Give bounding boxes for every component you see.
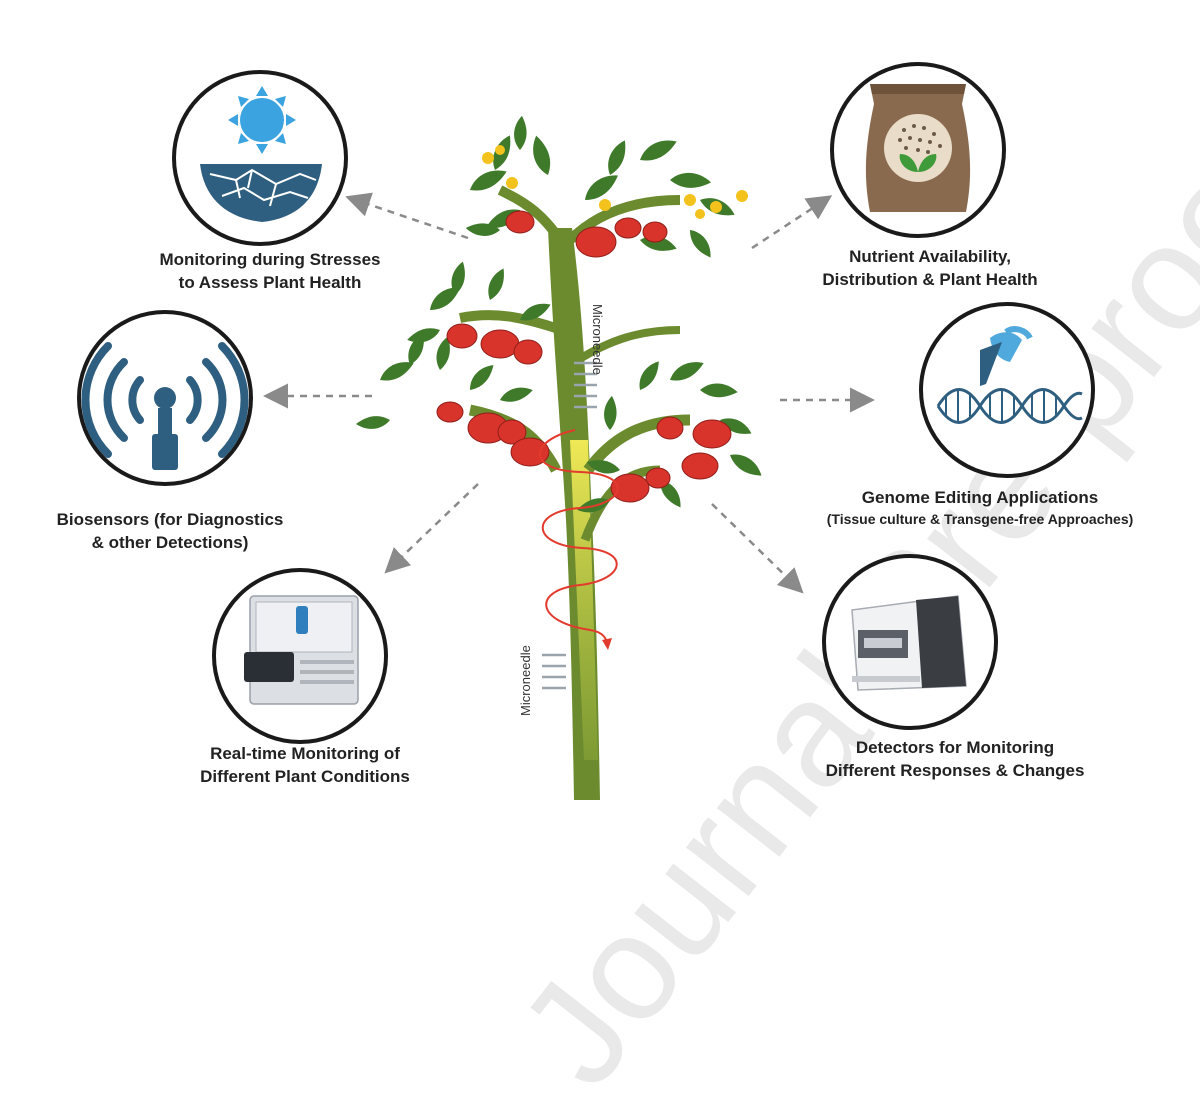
microneedle-upper (574, 361, 597, 409)
biosensor-caption-line2: & other Detections) (91, 533, 249, 552)
nutrient-caption: Nutrient Availability, Distribution & Pl… (770, 245, 1090, 291)
realtime-caption-line1: Real-time Monitoring of (210, 744, 400, 763)
stress-caption-line1: Monitoring during Stresses (159, 250, 381, 269)
fertilizer-bag-icon (865, 84, 971, 212)
plate-reader-icon (851, 595, 967, 691)
nutrient-panel (830, 62, 1006, 238)
antenna-signal-icon (81, 342, 249, 458)
realtime-panel (212, 568, 388, 744)
detector-caption-line1: Detectors for Monitoring (855, 738, 1055, 757)
nutrient-caption-line1: Nutrient Availability, (849, 247, 1011, 266)
stress-panel (172, 70, 348, 246)
arrow-to-realtime (384, 483, 479, 574)
arrows (263, 192, 875, 594)
genome-caption-line1: Genome Editing Applications (861, 488, 1099, 507)
sun-icon (228, 86, 296, 154)
gene-editing-pen-icon (980, 326, 1033, 386)
detector-caption-line2: Different Responses & Changes (825, 761, 1085, 780)
genome-caption: Genome Editing Applications (Tissue cult… (770, 486, 1190, 529)
realtime-caption: Real-time Monitoring of Different Plant … (145, 742, 465, 788)
tomato-fruits (436, 210, 732, 503)
nutrient-caption-line2: Distribution & Plant Health (822, 270, 1038, 289)
biosensor-caption: Biosensors (for Diagnostics & other Dete… (20, 508, 320, 554)
tomato-plant-illustration (356, 114, 765, 800)
detector-panel (822, 554, 998, 730)
microneedle-lower (542, 653, 566, 690)
detector-caption: Detectors for Monitoring Different Respo… (780, 736, 1130, 782)
figure-canvas: Journal Pre-proof (20, 62, 1200, 1115)
microneedle-label-lower: Microneedle (518, 645, 533, 716)
spiral-path (539, 429, 619, 647)
stem-highlight (570, 440, 598, 760)
microneedle-label-upper: Microneedle (590, 304, 605, 375)
arrow-to-nutrient (751, 195, 833, 250)
stress-caption-line2: to Assess Plant Health (178, 273, 362, 292)
biosensor-panel (77, 310, 253, 486)
genome-panel (919, 302, 1095, 478)
diagram-svg (77, 62, 1095, 800)
arrow-to-stress (345, 192, 469, 240)
dna-helix-icon (936, 388, 1083, 424)
analyzer-instrument-icon (244, 595, 359, 705)
stress-caption: Monitoring during Stresses to Assess Pla… (90, 248, 450, 294)
genome-caption-line2: (Tissue culture & Transgene-free Approac… (826, 511, 1134, 527)
biosensor-caption-line1: Biosensors (for Diagnostics (56, 510, 284, 529)
realtime-caption-line2: Different Plant Conditions (200, 767, 410, 786)
tomato-flowers (482, 145, 748, 219)
